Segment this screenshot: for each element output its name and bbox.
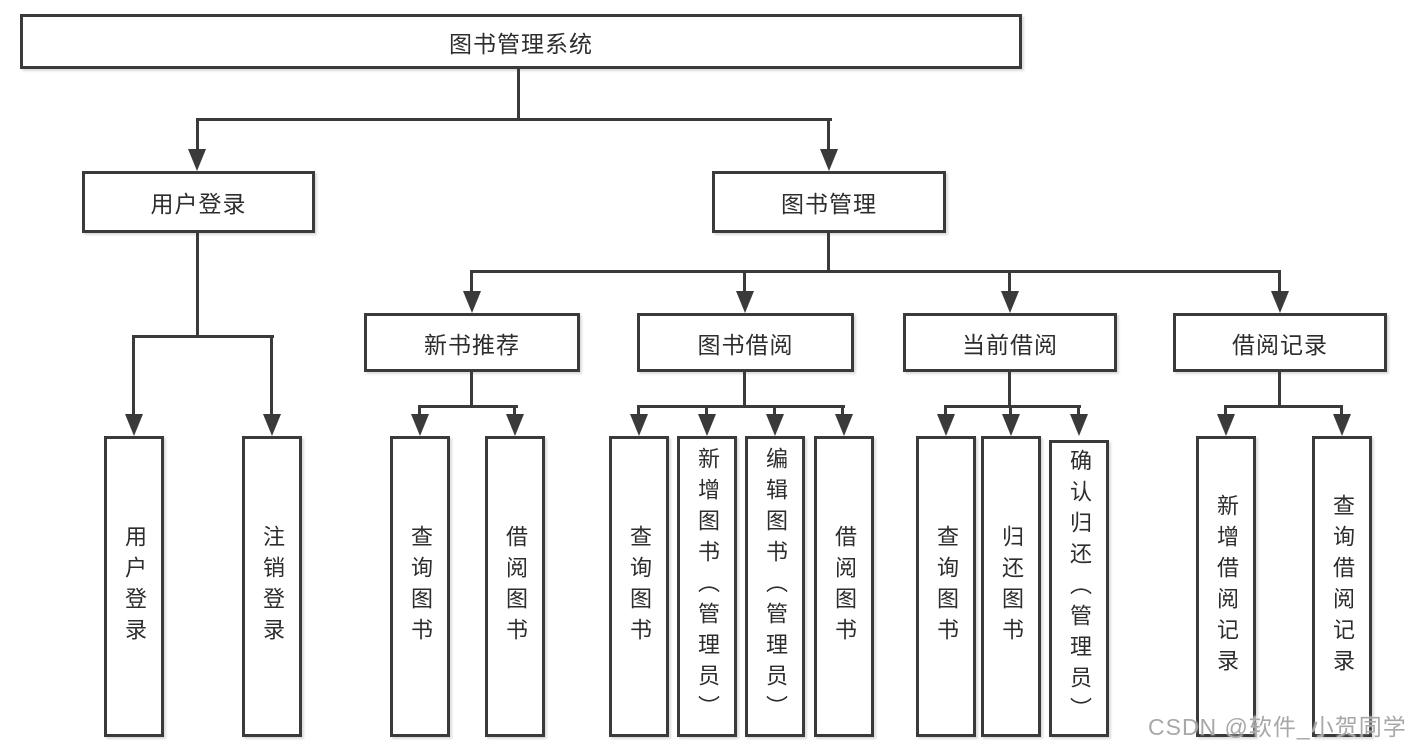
leaf-query-books-borrow: 查询图书 bbox=[609, 436, 669, 737]
node-borrow-records-label: 借阅记录 bbox=[1232, 331, 1328, 358]
node-book-management-label: 图书管理 bbox=[781, 191, 877, 217]
leaf-query-books-current: 查询图书 bbox=[916, 436, 976, 737]
leaf-confirm-return-admin: 确认归还（管理员） bbox=[1049, 440, 1109, 737]
connector-g2-vline bbox=[470, 372, 473, 408]
arrowhead-down-icon bbox=[820, 149, 838, 171]
connector-g3-stub4 bbox=[841, 405, 844, 417]
connector-g4-stub2 bbox=[1009, 405, 1012, 417]
connector-g1-stub2 bbox=[270, 335, 273, 417]
connector-g4-stub3 bbox=[1077, 405, 1080, 417]
connector-root-vline bbox=[517, 69, 520, 121]
arrowhead-down-icon bbox=[1271, 291, 1289, 313]
arrowhead-down-icon bbox=[1070, 414, 1088, 436]
node-book-borrow: 图书借阅 bbox=[637, 313, 854, 372]
connector-g3-hline bbox=[637, 405, 845, 408]
arrowhead-down-icon bbox=[1002, 414, 1020, 436]
connector-lvl3-vline bbox=[827, 233, 830, 273]
arrowhead-down-icon bbox=[463, 291, 481, 313]
connector-root-hline bbox=[196, 118, 832, 121]
leaf-query-borrow-record: 查询借阅记录 bbox=[1312, 436, 1372, 737]
leaf-logout-login: 注销登录 bbox=[242, 436, 302, 737]
node-new-book-recommend-label: 新书推荐 bbox=[424, 331, 520, 358]
node-user-login-label: 用户登录 bbox=[150, 191, 247, 217]
node-root: 图书管理系统 bbox=[20, 14, 1022, 69]
connector-lvl3-stub3 bbox=[1008, 270, 1011, 295]
arrowhead-down-icon bbox=[736, 291, 754, 313]
connector-lvl3-stub2 bbox=[743, 270, 746, 295]
arrowhead-down-icon bbox=[630, 414, 648, 436]
leaf-add-books-admin: 新增图书（管理员） bbox=[677, 436, 737, 737]
arrowhead-down-icon bbox=[1217, 414, 1235, 436]
connector-g3-vline bbox=[743, 372, 746, 408]
leaf-user-login: 用户登录 bbox=[104, 436, 164, 737]
arrowhead-down-icon bbox=[506, 414, 524, 436]
arrowhead-down-icon bbox=[263, 414, 281, 436]
connector-g5-hline bbox=[1224, 405, 1343, 408]
arrowhead-down-icon bbox=[1001, 291, 1019, 313]
arrowhead-down-icon bbox=[188, 149, 206, 171]
connector-g1-vline bbox=[196, 233, 199, 338]
connector-g5-stub2 bbox=[1340, 405, 1343, 417]
connector-user-login-stub bbox=[196, 118, 199, 156]
connector-g4-stub1 bbox=[944, 405, 947, 417]
arrowhead-down-icon bbox=[1333, 414, 1351, 436]
connector-g3-stub3 bbox=[773, 405, 776, 417]
node-current-borrow-label: 当前借阅 bbox=[962, 331, 1058, 358]
connector-lvl3-stub1 bbox=[470, 270, 473, 295]
leaf-add-borrow-record: 新增借阅记录 bbox=[1196, 436, 1256, 737]
connector-book-mgmt-stub bbox=[827, 118, 830, 156]
connector-g5-stub1 bbox=[1224, 405, 1227, 417]
node-root-label: 图书管理系统 bbox=[449, 30, 593, 57]
connector-g4-vline bbox=[1008, 372, 1011, 408]
leaf-borrow-books-recommend: 借阅图书 bbox=[485, 436, 545, 737]
connector-g1-hline bbox=[132, 335, 274, 338]
connector-g2-stub1 bbox=[418, 405, 421, 417]
leaf-borrow-books-borrow: 借阅图书 bbox=[814, 436, 874, 737]
arrowhead-down-icon bbox=[411, 414, 429, 436]
connector-g4-hline bbox=[944, 405, 1081, 408]
connector-lvl3-hline bbox=[470, 270, 1281, 273]
arrowhead-down-icon bbox=[125, 414, 143, 436]
csdn-watermark: CSDN @软件_小贺同学 bbox=[1148, 714, 1405, 740]
node-current-borrow: 当前借阅 bbox=[903, 313, 1117, 372]
node-new-book-recommend: 新书推荐 bbox=[364, 313, 580, 372]
node-borrow-records: 借阅记录 bbox=[1173, 313, 1387, 372]
arrowhead-down-icon bbox=[937, 414, 955, 436]
arrowhead-down-icon bbox=[835, 414, 853, 436]
leaf-edit-books-admin: 编辑图书（管理员） bbox=[745, 436, 805, 737]
leaf-return-books: 归还图书 bbox=[981, 436, 1041, 737]
node-user-login: 用户登录 bbox=[82, 171, 315, 233]
arrowhead-down-icon bbox=[698, 414, 716, 436]
arrowhead-down-icon bbox=[766, 414, 784, 436]
connector-g5-vline bbox=[1278, 372, 1281, 408]
connector-g1-stub1 bbox=[132, 335, 135, 417]
connector-g2-stub2 bbox=[513, 405, 516, 417]
node-book-borrow-label: 图书借阅 bbox=[697, 331, 794, 358]
leaf-query-books-recommend: 查询图书 bbox=[390, 436, 450, 737]
connector-lvl3-stub4 bbox=[1278, 270, 1281, 295]
connector-g3-stub1 bbox=[637, 405, 640, 417]
connector-g2-hline bbox=[418, 405, 518, 408]
node-book-management: 图书管理 bbox=[712, 171, 946, 233]
connector-g3-stub2 bbox=[705, 405, 708, 417]
